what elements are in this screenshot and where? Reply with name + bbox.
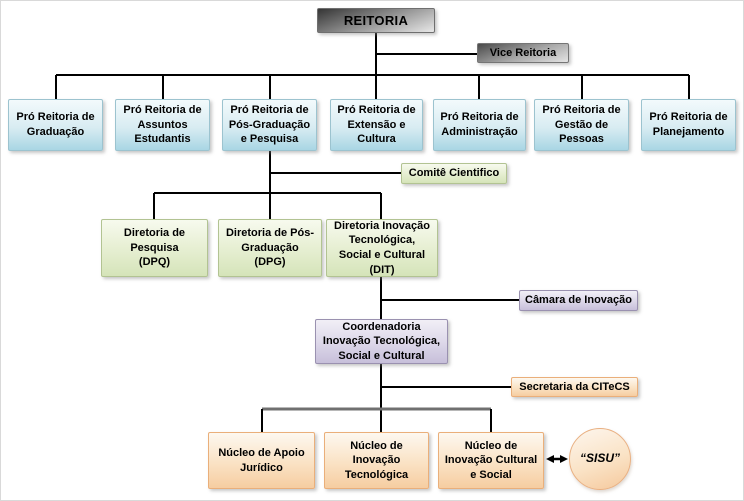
org-node-diretoria-pos-graduacao-dpg: Diretoria de Pós- Graduação (DPG): [218, 219, 322, 277]
org-node-pro-reitoria-gestao-pessoas: Pró Reitoria de Gestão de Pessoas: [534, 99, 629, 151]
org-node-pro-reitoria-graduacao: Pró Reitoria de Graduação: [8, 99, 103, 151]
org-node-coordenadoria-citecs: Coordenadoria Inovação Tecnológica, Soci…: [315, 319, 448, 364]
org-node-pro-reitoria-planejamento: Pró Reitoria de Planejamento: [641, 99, 736, 151]
org-node-secretaria-citecs: Secretaria da CITeCS: [511, 377, 638, 397]
org-node-camara-inovacao: Câmara de Inovação: [519, 290, 638, 311]
org-node-vice-reitoria: Vice Reitoria: [477, 43, 569, 63]
org-node-nucleo-inovacao-cultural-social: Núcleo de Inovação Cultural e Social: [438, 432, 544, 489]
org-node-nucleo-inovacao-tecnologica: Núcleo de Inovação Tecnológica: [324, 432, 429, 489]
org-node-sisu: “SISU”: [569, 428, 631, 490]
line-diretorias-drops: [153, 193, 382, 219]
org-node-reitoria: REITORIA: [317, 8, 435, 33]
org-node-pro-reitoria-extensao-cultura: Pró Reitoria de Extensão e Cultura: [330, 99, 423, 151]
line-pro-reitoria-drops: [55, 75, 690, 99]
org-node-diretoria-pesquisa-dpq: Diretoria de Pesquisa (DPQ): [101, 219, 208, 277]
org-node-nucleo-apoio-juridico: Núcleo de Apoio Jurídico: [208, 432, 315, 489]
org-node-comite-cientifico: Comitê Cientifico: [401, 163, 507, 184]
org-node-pro-reitoria-assuntos-estudantis: Pró Reitoria de Assuntos Estudantis: [115, 99, 210, 151]
org-node-pro-reitoria-administracao: Pró Reitoria de Administração: [433, 99, 526, 151]
sisu-link-arrow: [546, 455, 568, 463]
line-nucleos-drops: [261, 409, 492, 432]
org-node-diretoria-inovacao-dit: Diretoria Inovação Tecnológica, Social e…: [326, 219, 438, 277]
org-node-pro-reitoria-pos-graduacao-pesquisa: Pró Reitoria de Pós-Graduação e Pesquisa: [222, 99, 317, 151]
